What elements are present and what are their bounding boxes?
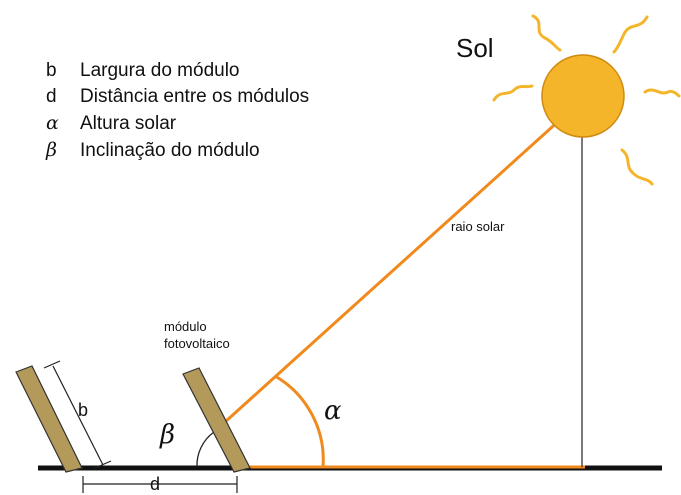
b-dimension-line [52, 365, 104, 466]
legend-text: Largura do módulo [80, 60, 240, 81]
legend: b Largura do módulo d Distância entre os… [46, 58, 309, 164]
right-module [182, 367, 251, 473]
legend-text: Distância entre os módulos [80, 86, 310, 107]
legend-text: Altura solar [80, 113, 177, 134]
b-dimension-tick-bottom [94, 460, 112, 469]
sun [541, 54, 625, 138]
legend-text: Inclinação do módulo [80, 140, 260, 161]
legend-symbol: b [46, 60, 57, 81]
legend-symbol: d [46, 86, 57, 107]
beta-label: β [160, 420, 176, 450]
module-label-line2: fotovoltaico [164, 336, 230, 351]
alpha-arc [274, 374, 325, 468]
legend-row-d: d Distância entre os módulos [46, 84, 309, 110]
sun-rays [492, 14, 681, 186]
d-label: d [150, 474, 161, 494]
ray-label: raio solar [451, 219, 505, 234]
legend-row-alpha: α Altura solar [46, 110, 309, 137]
legend-row-b: b Largura do módulo [46, 58, 309, 84]
b-dimension-tick-top [43, 360, 61, 369]
b-label: b [78, 400, 89, 420]
beta-arc [196, 431, 215, 468]
sun-label: Sol [456, 33, 494, 63]
module-label-line1: módulo [164, 319, 207, 334]
legend-symbol: β [46, 139, 57, 161]
solar-ray [223, 98, 584, 424]
legend-symbol: α [46, 112, 59, 134]
alpha-label: α [324, 396, 342, 426]
left-module [15, 365, 83, 473]
legend-row-beta: β Inclinação do módulo [46, 137, 309, 164]
module-label: módulo fotovoltaico [164, 318, 230, 352]
